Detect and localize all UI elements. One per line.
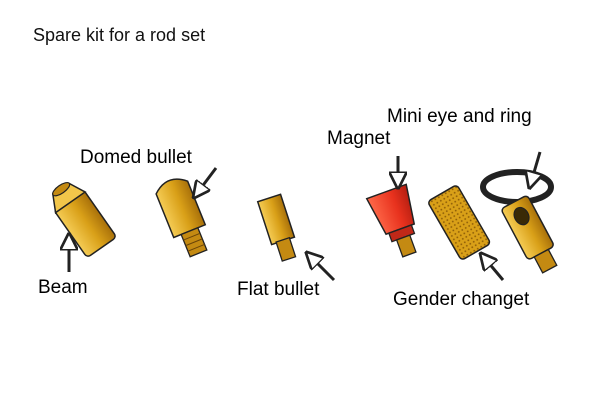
domed-bullet-part [155, 178, 208, 258]
label-flat-bullet: Flat bullet [237, 279, 320, 300]
diagram-title: Spare kit for a rod set [33, 25, 206, 45]
magnet-part [365, 183, 417, 258]
label-gender-changet: Gender changet [393, 289, 530, 310]
label-domed-bullet: Domed bullet [80, 147, 192, 168]
mini-eye-and-ring-part [480, 169, 558, 274]
gender-changer-part [428, 185, 491, 260]
domed-bullet-arrow [195, 167, 218, 196]
beam-part [52, 181, 116, 257]
label-beam: Beam [38, 277, 88, 298]
label-mini-eye-and-ring: Mini eye and ring [387, 106, 532, 127]
flat-bullet-part [256, 193, 297, 262]
label-magnet: Magnet [327, 128, 391, 149]
mini-eye-and-ring-arrow [530, 151, 540, 186]
flat-bullet-arrow [308, 254, 336, 282]
gender-changer-arrow [482, 255, 505, 281]
